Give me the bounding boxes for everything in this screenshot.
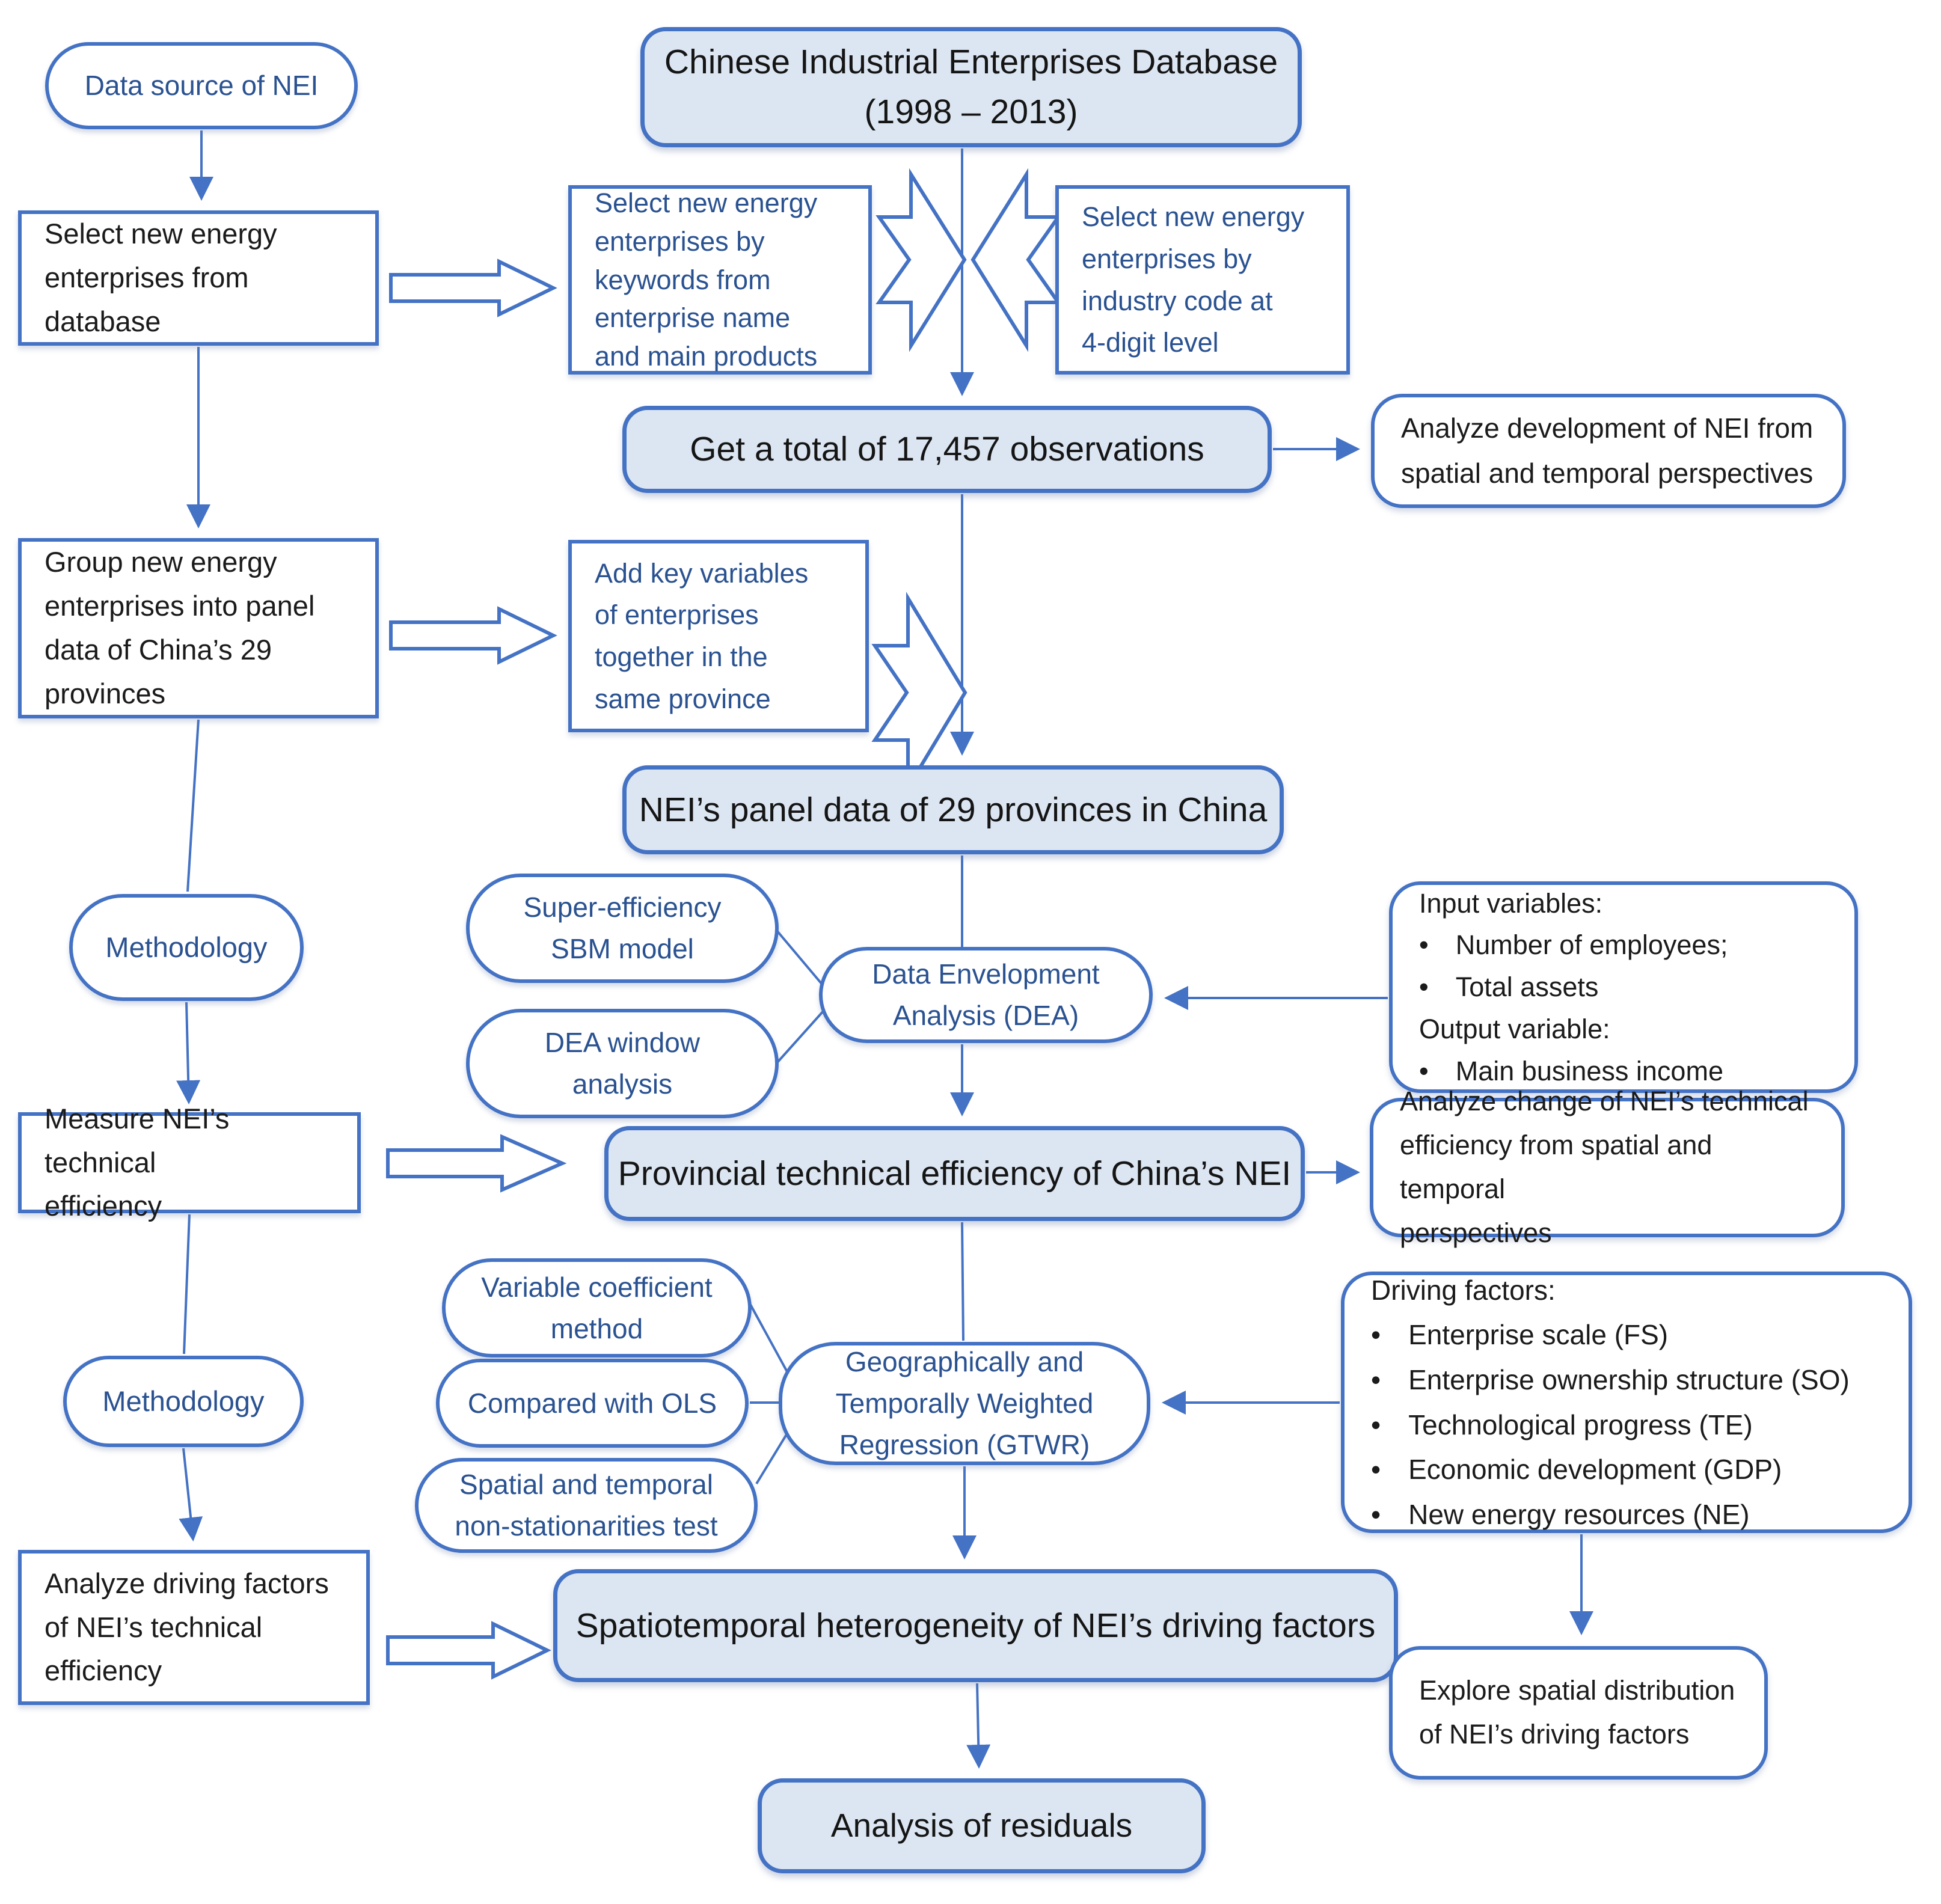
node-get-total-observations: Get a total of 17,457 observations (622, 406, 1272, 493)
node-compared-with-ols: Compared with OLS (436, 1359, 749, 1448)
block-arrow-right-icon (386, 1134, 567, 1193)
node-label: Select new energy enterprises from datab… (44, 218, 277, 337)
connector-line (961, 1222, 964, 1341)
node-gtwr: Geographically and Temporally Weighted R… (779, 1342, 1150, 1465)
node-label: Explore spatial distribution of NEI’s dr… (1419, 1675, 1735, 1749)
node-select-from-database: Select new energy enterprises from datab… (18, 210, 379, 346)
node-driving-factors: Driving factors: • Enterprise scale (FS)… (1341, 1272, 1912, 1533)
node-label: Methodology (102, 1385, 265, 1417)
node-cied-database: Chinese Industrial Enterprises Database … (640, 27, 1302, 147)
chevron-right-icon (875, 168, 967, 352)
node-label: Analyze change of NEI’s technical effici… (1400, 1086, 1809, 1248)
node-label: Provincial technical efficiency of China… (618, 1154, 1292, 1193)
block-arrow-right-icon (386, 1621, 551, 1680)
node-label: Group new energy enterprises into panel … (44, 546, 315, 709)
connector-line (186, 719, 200, 892)
node-provincial-technical-efficiency: Provincial technical efficiency of China… (604, 1126, 1305, 1221)
node-label: Data Envelopment Analysis (DEA) (872, 958, 1100, 1031)
node-spatiotemporal-heterogeneity: Spatiotemporal heterogeneity of NEI’s dr… (553, 1569, 1398, 1682)
node-label: Compared with OLS (467, 1387, 717, 1419)
node-label: Input variables: • Number of employees; … (1419, 887, 1728, 1086)
node-label: Methodology (105, 931, 268, 963)
arrow-down-icon (176, 1002, 201, 1104)
node-analyze-change-efficiency: Analyze change of NEI’s technical effici… (1370, 1086, 1845, 1248)
node-label: Select new energy enterprises by keyword… (595, 187, 818, 372)
node-label: Analyze driving factors of NEI’s technic… (44, 1567, 329, 1687)
node-explore-spatial-distribution: Explore spatial distribution of NEI’s dr… (1389, 1646, 1768, 1780)
node-label: Super-efficiency SBM model (523, 892, 722, 964)
block-arrow-right-icon (389, 259, 557, 317)
node-spatial-temporal-test: Spatial and temporal non-stationarities … (415, 1458, 758, 1553)
node-label: Measure NEI’s technical efficiency (44, 1102, 230, 1222)
node-label: NEI’s panel data of 29 provinces in Chin… (639, 790, 1268, 829)
node-analyze-driving-factors: Analyze driving factors of NEI’s technic… (18, 1550, 370, 1705)
node-analysis-of-residuals: Analysis of residuals (758, 1778, 1206, 1873)
node-label: Spatiotemporal heterogeneity of NEI’s dr… (575, 1606, 1376, 1645)
node-dea: Data Envelopment Analysis (DEA) (819, 947, 1153, 1043)
node-label: Spatial and temporal non-stationarities … (455, 1469, 718, 1541)
node-measure-technical-efficiency: Measure NEI’s technical efficiency (18, 1103, 361, 1222)
node-label: Driving factors: • Enterprise scale (FS)… (1371, 1274, 1850, 1530)
node-label: DEA window analysis (544, 1027, 701, 1100)
node-add-key-variables: Add key variables of enterprises togethe… (568, 540, 869, 732)
chevron-left-icon (970, 168, 1062, 352)
node-select-by-industry-code: Select new energy enterprises by industr… (1055, 185, 1350, 375)
arrow-down-icon (966, 1683, 991, 1769)
node-variable-coefficient-method: Variable coefficient method (442, 1258, 752, 1358)
node-nei-panel-data: NEI’s panel data of 29 provinces in Chin… (622, 765, 1284, 854)
node-group-panel-data: Group new energy enterprises into panel … (18, 538, 379, 718)
node-label: Analysis of residuals (830, 1807, 1133, 1844)
node-dea-window-analysis: DEA window analysis (466, 1009, 779, 1118)
arrow-down-icon (179, 1448, 203, 1541)
node-input-output-variables: Input variables: • Number of employees; … (1389, 881, 1858, 1093)
node-label: Select new energy enterprises by industr… (1082, 201, 1305, 358)
node-label: Geographically and Temporally Weighted R… (835, 1346, 1094, 1460)
node-analyze-development: Analyze development of NEI from spatial … (1371, 394, 1846, 508)
node-label: Analyze development of NEI from spatial … (1401, 412, 1814, 489)
node-methodology-1: Methodology (69, 894, 304, 1001)
node-select-by-keywords: Select new energy enterprises by keyword… (568, 185, 872, 375)
node-label: Add key variables of enterprises togethe… (595, 557, 809, 714)
node-label: Data source of NEI (84, 70, 319, 101)
connector-line (183, 1214, 191, 1355)
node-label: Variable coefficient method (481, 1271, 713, 1344)
node-super-efficiency-sbm: Super-efficiency SBM model (466, 874, 779, 983)
node-label: Chinese Industrial Enterprises Database … (664, 43, 1278, 131)
node-data-source: Data source of NEI (45, 42, 358, 129)
node-label: Get a total of 17,457 observations (690, 430, 1204, 469)
chevron-right-icon (871, 592, 967, 794)
node-methodology-2: Methodology (63, 1356, 304, 1447)
block-arrow-right-icon (389, 606, 557, 665)
